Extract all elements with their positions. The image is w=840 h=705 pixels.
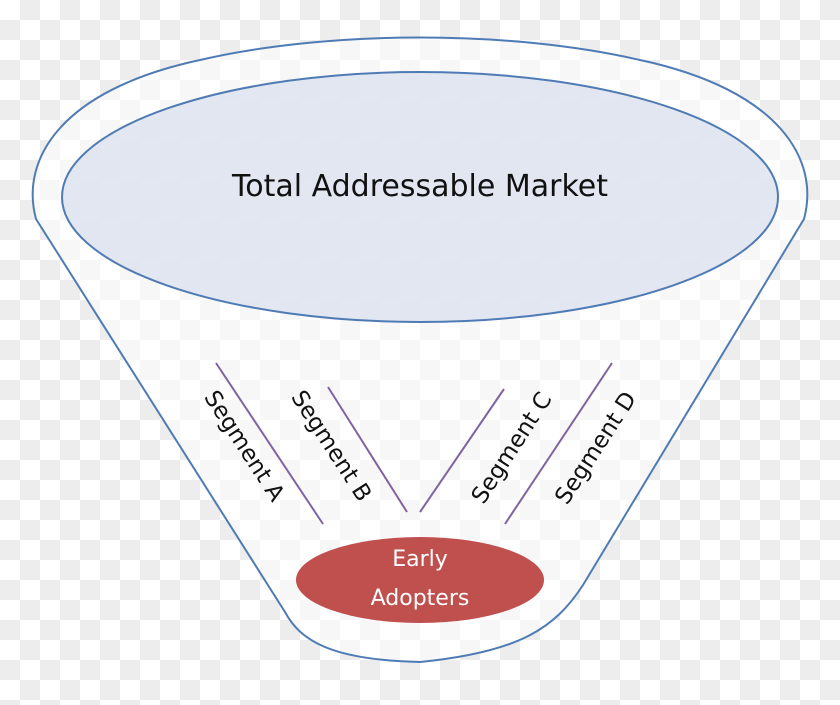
divider-line-cd [504, 362, 613, 525]
early-adopters-label-line1: Early [392, 547, 448, 572]
total-addressable-market-label: Total Addressable Market [231, 169, 608, 204]
divider-line-c [419, 388, 505, 513]
divider-line-b [327, 386, 408, 513]
early-adopters-ellipse [296, 537, 544, 623]
total-addressable-market-ellipse [61, 71, 779, 323]
divider-line-ab [215, 362, 324, 525]
early-adopters-label-line2: Adopters [371, 586, 470, 611]
